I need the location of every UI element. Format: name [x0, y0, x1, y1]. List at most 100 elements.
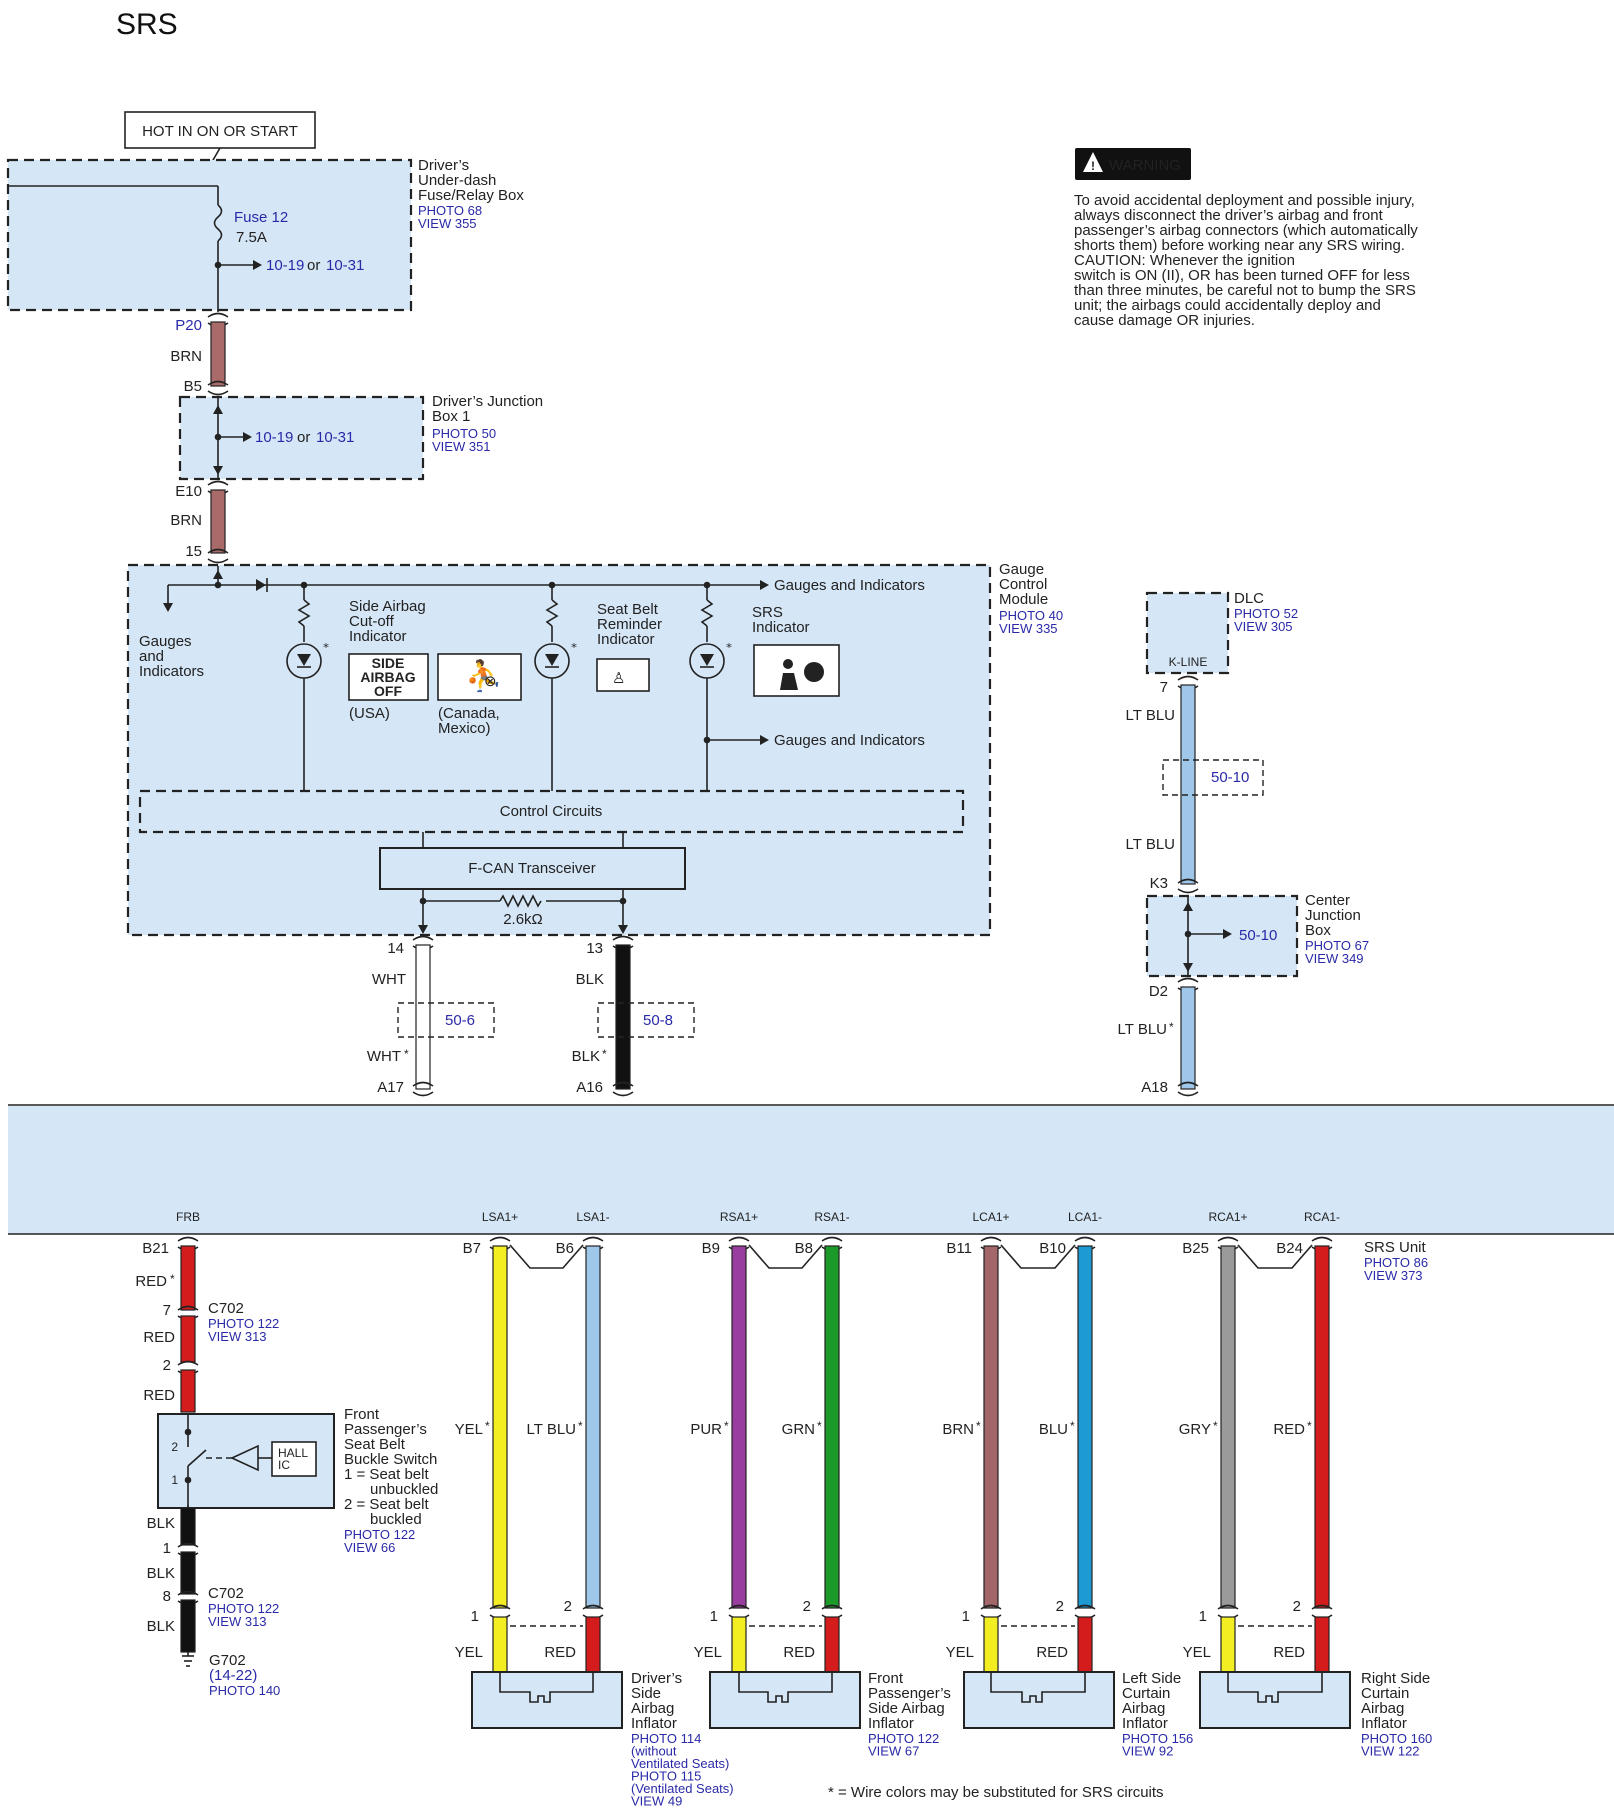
connector-mark	[489, 1236, 511, 1242]
wire-positive	[983, 1245, 999, 1609]
connector-mark	[612, 1091, 634, 1097]
substitution-star: *	[976, 1419, 981, 1433]
cjb-name: Junction	[1305, 907, 1361, 924]
wire-lt-blu	[1180, 986, 1196, 1090]
wire-color: RED	[783, 1644, 815, 1661]
substitution-star: *	[404, 1047, 409, 1061]
footnote: * = Wire colors may be substituted for S…	[828, 1784, 1164, 1801]
connector-mark	[582, 1604, 604, 1610]
arrow-head	[418, 925, 428, 934]
wire-positive	[731, 1245, 747, 1609]
wire-color: RED	[1036, 1644, 1068, 1661]
side-airbag-indicator-resistor	[297, 599, 311, 627]
photo-link: PHOTO 86	[1364, 1255, 1428, 1270]
buckle-state-1: unbuckled	[370, 1481, 438, 1498]
warning-text: unit; the airbags could accidentally dep…	[1074, 297, 1381, 314]
wire-color: WHT	[367, 1048, 401, 1065]
wire-positive	[1220, 1245, 1236, 1609]
shorting-bar	[1000, 1244, 1076, 1269]
hot-label: HOT IN ON OR START	[142, 123, 298, 140]
squib-icon	[990, 1672, 1086, 1703]
wire-color: LT BLU	[527, 1421, 576, 1438]
connector-mark	[207, 380, 229, 386]
wire-color: BLK	[572, 1048, 600, 1065]
srs-terminal-label: RSA1-	[814, 1210, 849, 1224]
view-link: VIEW 313	[208, 1614, 267, 1629]
squib-icon	[499, 1672, 594, 1703]
arrow-head	[163, 603, 173, 612]
arrow-head	[1183, 963, 1193, 972]
inflator-name: Driver’s	[631, 1670, 682, 1687]
view-link: VIEW 349	[1305, 951, 1364, 966]
jb1-name: Box 1	[432, 408, 470, 425]
warning-badge	[1075, 148, 1191, 180]
connector-mark	[177, 1360, 199, 1366]
warning-text: CAUTION: Whenever the ignition	[1074, 252, 1295, 269]
page-title: SRS	[116, 8, 178, 41]
frb-label: FRB	[176, 1210, 200, 1224]
connector-mark	[1177, 878, 1199, 884]
pin-k3: K3	[1150, 875, 1168, 892]
pin-a16: A16	[576, 1079, 603, 1096]
side-airbag-indicator-light-rays-icon: ⁎	[323, 637, 329, 651]
connector-mark	[821, 1604, 843, 1610]
dlc-box	[1145, 591, 1230, 675]
srs-indicator-label: Indicator	[752, 619, 810, 636]
connector-mark	[412, 1081, 434, 1087]
connector-mark	[412, 1091, 434, 1097]
gcm-name: Gauge	[999, 561, 1044, 578]
wire-red	[180, 1315, 196, 1363]
srs-terminal-label: LCA1+	[972, 1210, 1009, 1224]
connector-mark	[1177, 977, 1199, 983]
inflator-name: Left Side	[1122, 1670, 1181, 1687]
view-link: VIEW 355	[418, 216, 477, 231]
wire-color: LT BLU	[1118, 1021, 1167, 1038]
wire-color: BLK	[147, 1565, 175, 1582]
fcan-l-splice-box	[597, 1002, 695, 1038]
usa-label: (USA)	[349, 705, 390, 722]
g702-label: G702	[209, 1652, 246, 1669]
connector-mark	[980, 1604, 1002, 1610]
connector-mark	[980, 1236, 1002, 1242]
photo-link: PHOTO 122	[208, 1316, 279, 1331]
wire-color: LT BLU	[1126, 707, 1175, 724]
ref-link: 50-10	[1211, 769, 1249, 786]
wire-color: RED	[143, 1329, 175, 1346]
pin-1: 1	[163, 1540, 171, 1557]
substitution-star: *	[1307, 1419, 1312, 1433]
inflator-photo-view-link: PHOTO 114	[631, 1731, 701, 1746]
ref-or: or	[307, 257, 320, 274]
connector-mark	[1177, 888, 1199, 894]
substitution-star: *	[170, 1272, 175, 1286]
srs-pin-label: B24	[1276, 1240, 1303, 1257]
ref-link: 10-19	[266, 257, 304, 274]
seat-belt-indicator-resistor	[545, 599, 559, 627]
connector-mark	[1177, 1081, 1199, 1087]
wire-color: YEL	[946, 1644, 974, 1661]
connector-mark	[582, 1236, 604, 1242]
ref-link: 10-31	[326, 257, 364, 274]
side-airbag-off-text: SIDE	[372, 655, 405, 671]
control-circuits-block	[138, 789, 965, 834]
srs-unit-name: SRS Unit	[1364, 1239, 1427, 1256]
warning-exclaim-icon: !	[1091, 159, 1095, 173]
wire-color: GRY	[1179, 1421, 1211, 1438]
seat-belt-label: Reminder	[597, 616, 662, 633]
inflator-name: Passenger’s	[868, 1685, 951, 1702]
wire-color: YEL	[455, 1421, 483, 1438]
connector-mark	[177, 1590, 199, 1596]
photo-link: PHOTO 122	[344, 1527, 415, 1542]
fuse-rating: 7.5A	[236, 229, 267, 246]
wire-red	[1314, 1616, 1330, 1673]
substitution-star: *	[602, 1047, 607, 1061]
fuse-12-label: Fuse 12	[234, 209, 288, 226]
inflator-name: Inflator	[1361, 1715, 1407, 1732]
inflator-name: Inflator	[631, 1715, 677, 1732]
connector-pin: 2	[1293, 1598, 1301, 1615]
arrow-head	[243, 432, 252, 442]
wire-color: BLU	[1039, 1421, 1068, 1438]
wire-color: RED	[143, 1387, 175, 1404]
srs-unit-band	[8, 1106, 1614, 1234]
wire-negative	[1077, 1245, 1093, 1609]
buckle-state-2: buckled	[370, 1511, 422, 1528]
